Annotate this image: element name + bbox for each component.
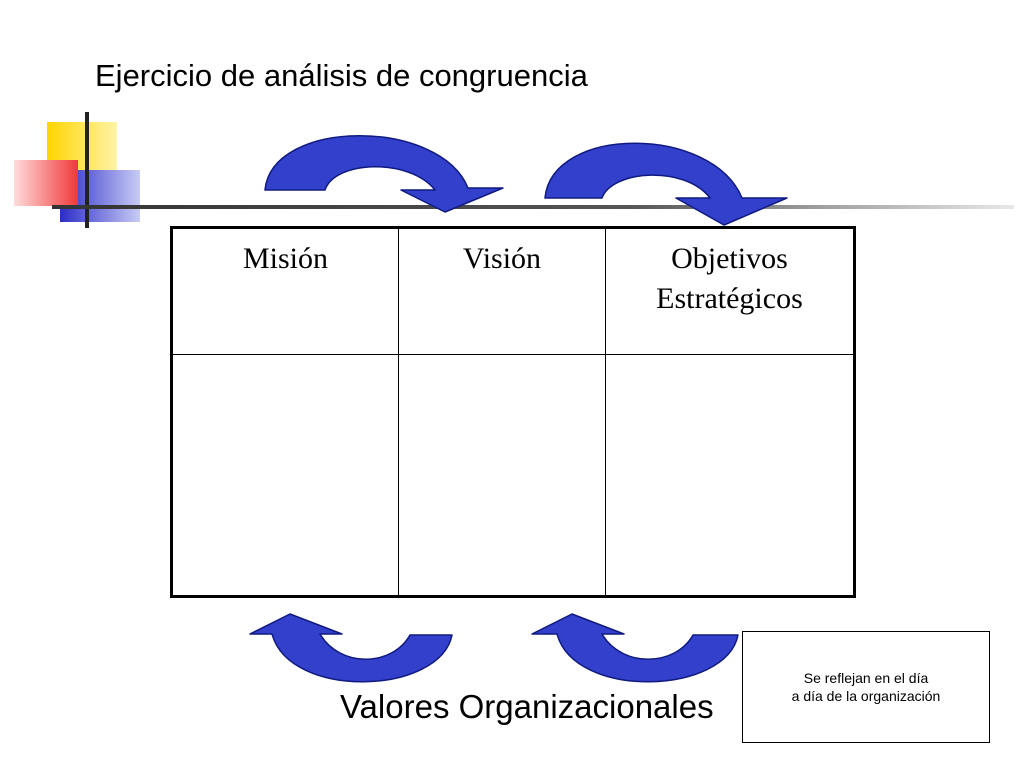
header-objetivos: Objetivos Estratégicos: [604, 227, 856, 355]
arrow-bottom-right: [531, 613, 739, 683]
arrow-bottom-left: [249, 613, 453, 683]
corner-decoration: [14, 112, 1014, 228]
note-box: Se reflejan en el día a día de la organi…: [742, 631, 990, 743]
note-line-1: Se reflejan en el día: [803, 670, 929, 686]
congruence-table: Misión Visión Objetivos Estratégicos: [170, 226, 856, 598]
header-vision: Visión: [397, 227, 606, 355]
arrow-vision-to-objetivos: [544, 142, 788, 226]
cell-objetivos: [604, 354, 856, 597]
cell-mision: [171, 354, 399, 597]
table-header-row: Misión Visión Objetivos Estratégicos: [171, 227, 856, 355]
deco-vertical-line: [85, 112, 89, 228]
slide-title: Ejercicio de análisis de congruencia: [95, 58, 588, 93]
deco-red-square: [14, 160, 78, 206]
table-body-row: [171, 354, 856, 597]
deco-horizontal-line: [52, 205, 1014, 209]
header-mision: Misión: [171, 227, 399, 355]
cell-vision: [397, 354, 606, 597]
note-line-2: a día de la organización: [791, 688, 941, 704]
arrow-mision-to-vision: [264, 135, 504, 213]
values-label: Valores Organizacionales: [340, 688, 714, 725]
